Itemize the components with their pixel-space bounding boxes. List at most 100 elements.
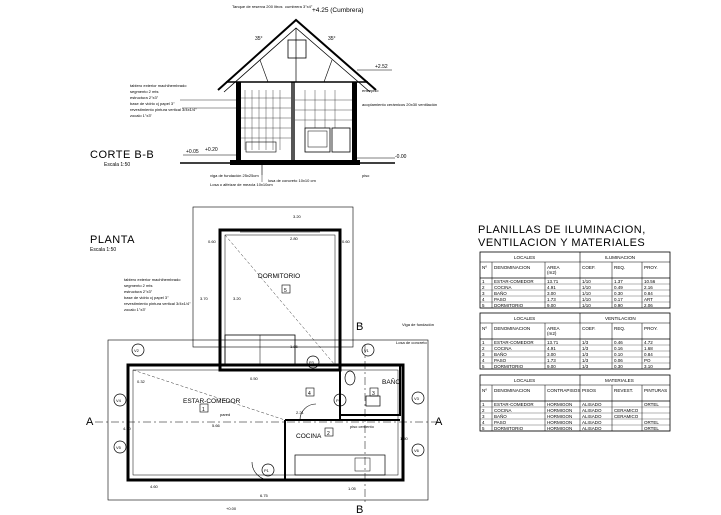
table-cell: 0.84 [644, 352, 653, 357]
table-cell: DORMITORIO [494, 303, 524, 308]
table-cell: ALISADO [582, 414, 602, 419]
table-cell: CERAMICO [614, 414, 639, 419]
table-cell: 1 [482, 340, 485, 345]
table-cell: CERAMICO [614, 408, 639, 413]
tables-block: PLANILLAS DE ILUMINACION, VENTILACION Y … [478, 224, 671, 432]
table-cell: 1.68 [644, 346, 653, 351]
table-cell: 4 [482, 358, 485, 363]
table-header-cell: CONTRAPISOS [547, 388, 580, 393]
table-cell: ORTEL [644, 426, 659, 431]
axis-label: P2 [336, 398, 342, 403]
table-cell: 0.17 [614, 297, 623, 302]
table-header-cell: (m2) [547, 331, 557, 336]
section-note: Tanque de reserva 200 litros [232, 4, 282, 9]
table-cell: 0.16 [614, 346, 623, 351]
table-cell: 1/10 [582, 279, 591, 284]
table-cell: 0.30 [614, 291, 623, 296]
section-level-top: +4.25 (Cumbrera) [312, 7, 363, 14]
section-note: acoplamiento cerámicos 20x30 ventilación [362, 102, 437, 107]
table-cell: 9.00 [547, 364, 556, 369]
table-cell: HORMIGON [547, 402, 572, 407]
tables-title-line1: PLANILLAS DE ILUMINACION, [478, 224, 646, 236]
table-header-cell: PINTURAS [644, 388, 667, 393]
table-cell: 3.00 [547, 352, 556, 357]
table-cell: 1/10 [582, 285, 591, 290]
table-cell: DORMITORIO [494, 364, 524, 369]
table-cell: 0.30 [614, 364, 623, 369]
plan-dim: 4.00 [123, 426, 132, 431]
section-mark-b-top: B [356, 321, 364, 333]
plan-note: piso cemento [350, 424, 375, 429]
table-cell: 1/10 [582, 291, 591, 296]
section-mark-a-right: A [435, 416, 443, 428]
table-cell: 0.90 [614, 303, 623, 308]
section-note: viga de fundación 25x25cm [210, 173, 259, 178]
section-note: entrepiso [362, 88, 379, 93]
plan-dim: 0.50 [250, 376, 259, 381]
table-cell: ALISADO [582, 402, 602, 407]
room-number: 3 [372, 391, 375, 397]
table-group-locales: LOCALES [514, 255, 535, 260]
table-header-cell: AREA [547, 265, 560, 270]
section-title: CORTE B-B [90, 149, 154, 161]
section-level-base: +0.05 [186, 149, 199, 155]
table-header-cell: PISOS [582, 388, 596, 393]
table-group-label: ILUMINACION [605, 255, 635, 260]
tables-title-line2: VENTILACION Y MATERIALES [478, 237, 645, 249]
table-cell: ALISADO [582, 408, 602, 413]
table-cell: COCINA [494, 285, 512, 290]
table-cell: 1/3 [582, 346, 589, 351]
plan-dim: 6.75 [260, 493, 269, 498]
table-cell: 2 [482, 346, 485, 351]
table-cell: PO [644, 358, 651, 363]
section-note: Losa o alfeizar de mezcla 10x10cm [210, 182, 273, 187]
table-cell: ESTAR-COMEDOR [494, 279, 534, 284]
plan-dim: 3.70 [200, 296, 209, 301]
table-cell: 4 [482, 420, 485, 425]
plan-dim: 2.21 [296, 410, 305, 415]
table-cell: HORMIGON [547, 420, 572, 425]
section-level-eave: +2.52 [375, 64, 388, 70]
table-cell: HORMIGON [547, 426, 572, 431]
room-number: 2 [327, 431, 330, 437]
table-cell: 3 [482, 291, 485, 296]
table-cell: DORMITORIO [494, 426, 524, 431]
table-cell: 1 [482, 279, 485, 284]
table-cell: 4 [482, 297, 485, 302]
plan-dim: 0.60 [342, 239, 351, 244]
section-note-left: estructura 2"x3" [130, 95, 159, 100]
plan-level-bottom: +0.00 [226, 506, 237, 511]
plan-dim: 1.05 [348, 486, 357, 491]
plan-note: Viga de fundación [402, 322, 434, 327]
section-note-left: revestimiento pintura vertical 3/4x1/4" [130, 107, 197, 112]
table-cell: 13.71 [547, 340, 559, 345]
table-cell: 1/10 [582, 297, 591, 302]
table-cell: 0.10 [614, 352, 623, 357]
section-mark-a-left: A [86, 416, 94, 428]
table-cell: ORTEL [644, 402, 659, 407]
table-cell: 5 [482, 426, 485, 431]
axis-label: V1 [364, 348, 370, 353]
table-cell: 4.91 [547, 346, 556, 351]
plan-dim: 2.80 [290, 236, 299, 241]
plan-dim: 0.32 [137, 379, 146, 384]
table-header-cell: REVEST. [614, 388, 633, 393]
room-label-bano: BAÑO [382, 377, 400, 386]
section-level-floor: +0.20 [205, 147, 218, 153]
plan-note: Losa de concreto [396, 340, 427, 345]
table-cell: ESTAR-COMEDOR [494, 340, 534, 345]
table-header-cell: (m2) [547, 270, 557, 275]
table-cell: 4.91 [547, 285, 556, 290]
section-labels: CORTE B-B Escala 1:50 +4.25 (Cumbrera) +… [90, 4, 437, 187]
table-cell: PASO [494, 358, 507, 363]
plan-note-left: tablero exterior machihembrado [124, 277, 181, 282]
table-cell: COCINA [494, 408, 512, 413]
section-note-left: segmento 2 mts [130, 89, 158, 94]
table-cell: 0.84 [644, 291, 653, 296]
room-number: 4 [308, 391, 311, 397]
room-label-estar: ESTAR-COMEDOR [183, 398, 241, 405]
plan-note-left: estructura 2"x3" [124, 289, 153, 294]
room-number: 5 [284, 288, 287, 294]
table-header-cell: DENOMINACION [494, 265, 530, 270]
plan-note-left: segmento 2 mts [124, 283, 152, 288]
